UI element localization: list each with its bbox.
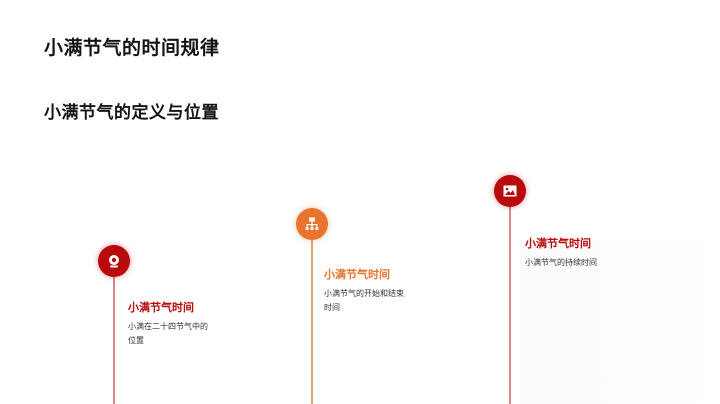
timeline-item-title-2: 小满节气时间 bbox=[324, 268, 390, 281]
timeline-line-3 bbox=[509, 205, 511, 404]
timeline-item-desc-1: 小满在二十四节气中的 位置 bbox=[128, 322, 208, 345]
timeline-item-desc-2: 小满节气的开始和结束 时间 bbox=[324, 289, 404, 312]
slide-title: 小满节气的时间规律 bbox=[44, 37, 220, 59]
timeline-item-title-1: 小满节气时间 bbox=[128, 301, 194, 314]
webcam-icon bbox=[109, 255, 119, 268]
timeline-line-2 bbox=[311, 238, 313, 404]
background-panel bbox=[520, 240, 720, 404]
timeline-node-2 bbox=[296, 208, 328, 240]
sitemap-icon bbox=[305, 217, 319, 231]
timeline-item-title-3: 小满节气时间 bbox=[525, 237, 591, 250]
slide-subtitle: 小满节气的定义与位置 bbox=[44, 103, 219, 123]
image-icon bbox=[503, 185, 517, 197]
timeline-node-1 bbox=[98, 245, 130, 277]
timeline-line-1 bbox=[113, 272, 115, 404]
timeline-node-3 bbox=[494, 175, 526, 207]
timeline-item-desc-3: 小满节气的持续时间 bbox=[525, 258, 597, 267]
